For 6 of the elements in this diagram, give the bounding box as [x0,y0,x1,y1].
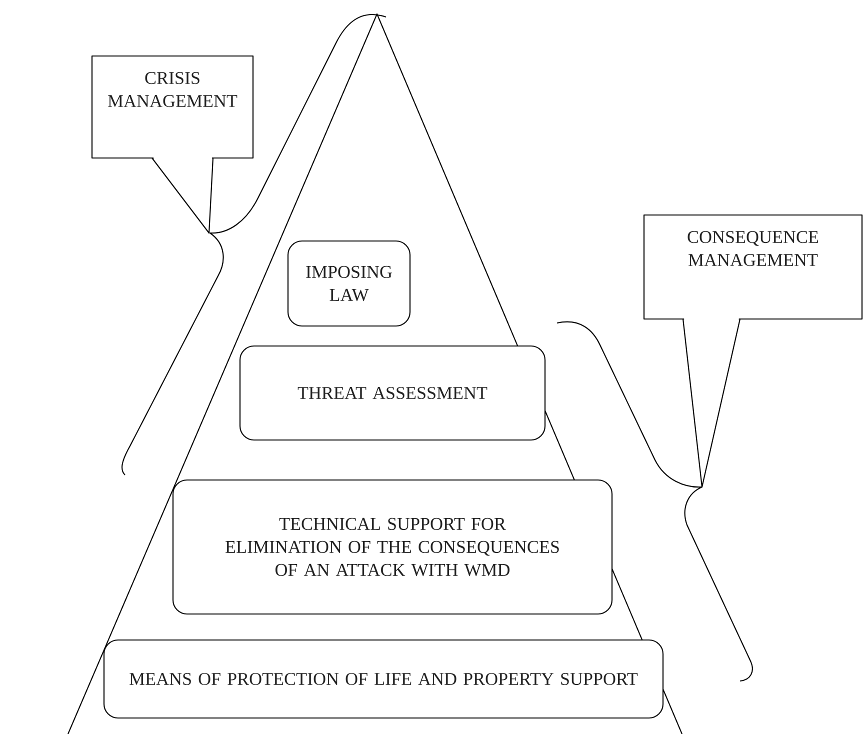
rounded-box: IMPOSING LAW [287,240,411,327]
rounded-box: TECHNICAL SUPPORT FOR ELIMINATION OF THE CONSEQUENCES OF AN ATTACK WITH WMD [172,479,613,615]
callout-box: CRISIS MANAGEMENT [91,55,254,234]
rounded-box: THREAT ASSESSMENT [239,345,546,441]
callout-box: CONSEQUENCE MANAGEMENT [643,214,863,488]
rounded-box: MEANS OF PROTECTION OF LIFE AND PROPERTY SUPPORT [103,639,664,719]
